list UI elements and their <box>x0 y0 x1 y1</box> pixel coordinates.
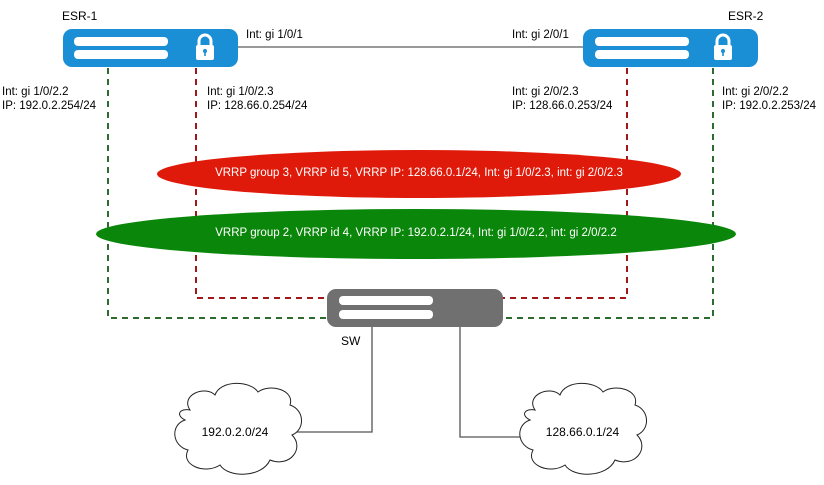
vrrp-green-ellipse <box>96 209 736 259</box>
vrrp-green-description: VRRP group 2, VRRP id 4, VRRP IP: 192.0.… <box>215 227 617 239</box>
vrrp-red-ellipse <box>157 150 681 198</box>
right-network-label: 128.66.0.1/24 <box>545 425 620 439</box>
esr1-green-interface: Int: gi 1/0/2.2 <box>2 85 69 99</box>
esr2-label: ESR-2 <box>728 9 764 23</box>
sw-to-right-network-link <box>459 327 533 438</box>
sw-label: SW <box>341 334 361 348</box>
esr1-uplink-interface: Int: gi 1/0/1 <box>246 29 303 41</box>
esr1-red-interface: Int: gi 1/0/2.3 <box>207 85 274 99</box>
esr1-label: ESR-1 <box>62 9 98 23</box>
vrrp-red-description: VRRP group 3, VRRP id 5, VRRP IP: 128.66… <box>215 167 623 179</box>
esr2-router[interactable] <box>583 29 758 67</box>
esr2-green-interface: Int: gi 2/0/2.2 <box>722 85 789 99</box>
network-cloud-right <box>519 382 647 475</box>
esr2-uplink-interface: Int: gi 2/0/1 <box>512 29 569 41</box>
esr2-green-ip: IP: 192.0.2.253/24 <box>722 99 816 113</box>
green-vlan-path <box>107 68 330 319</box>
esr2-red-ip: IP: 128.66.0.253/24 <box>512 99 613 113</box>
esr1-router[interactable] <box>63 29 238 67</box>
esr1-green-ip: IP: 192.0.2.254/24 <box>2 99 96 113</box>
left-network-label: 192.0.2.0/24 <box>201 425 269 439</box>
sw-to-left-network-link <box>288 327 373 433</box>
lock-icon <box>714 33 732 60</box>
switch[interactable] <box>327 289 503 327</box>
red-vlan-path <box>195 68 330 299</box>
lock-icon <box>196 33 214 60</box>
esr1-red-ip: IP: 128.66.0.254/24 <box>207 99 308 113</box>
esr2-red-interface: Int: gi 2/0/2.3 <box>512 85 579 99</box>
network-cloud-left <box>174 382 302 475</box>
